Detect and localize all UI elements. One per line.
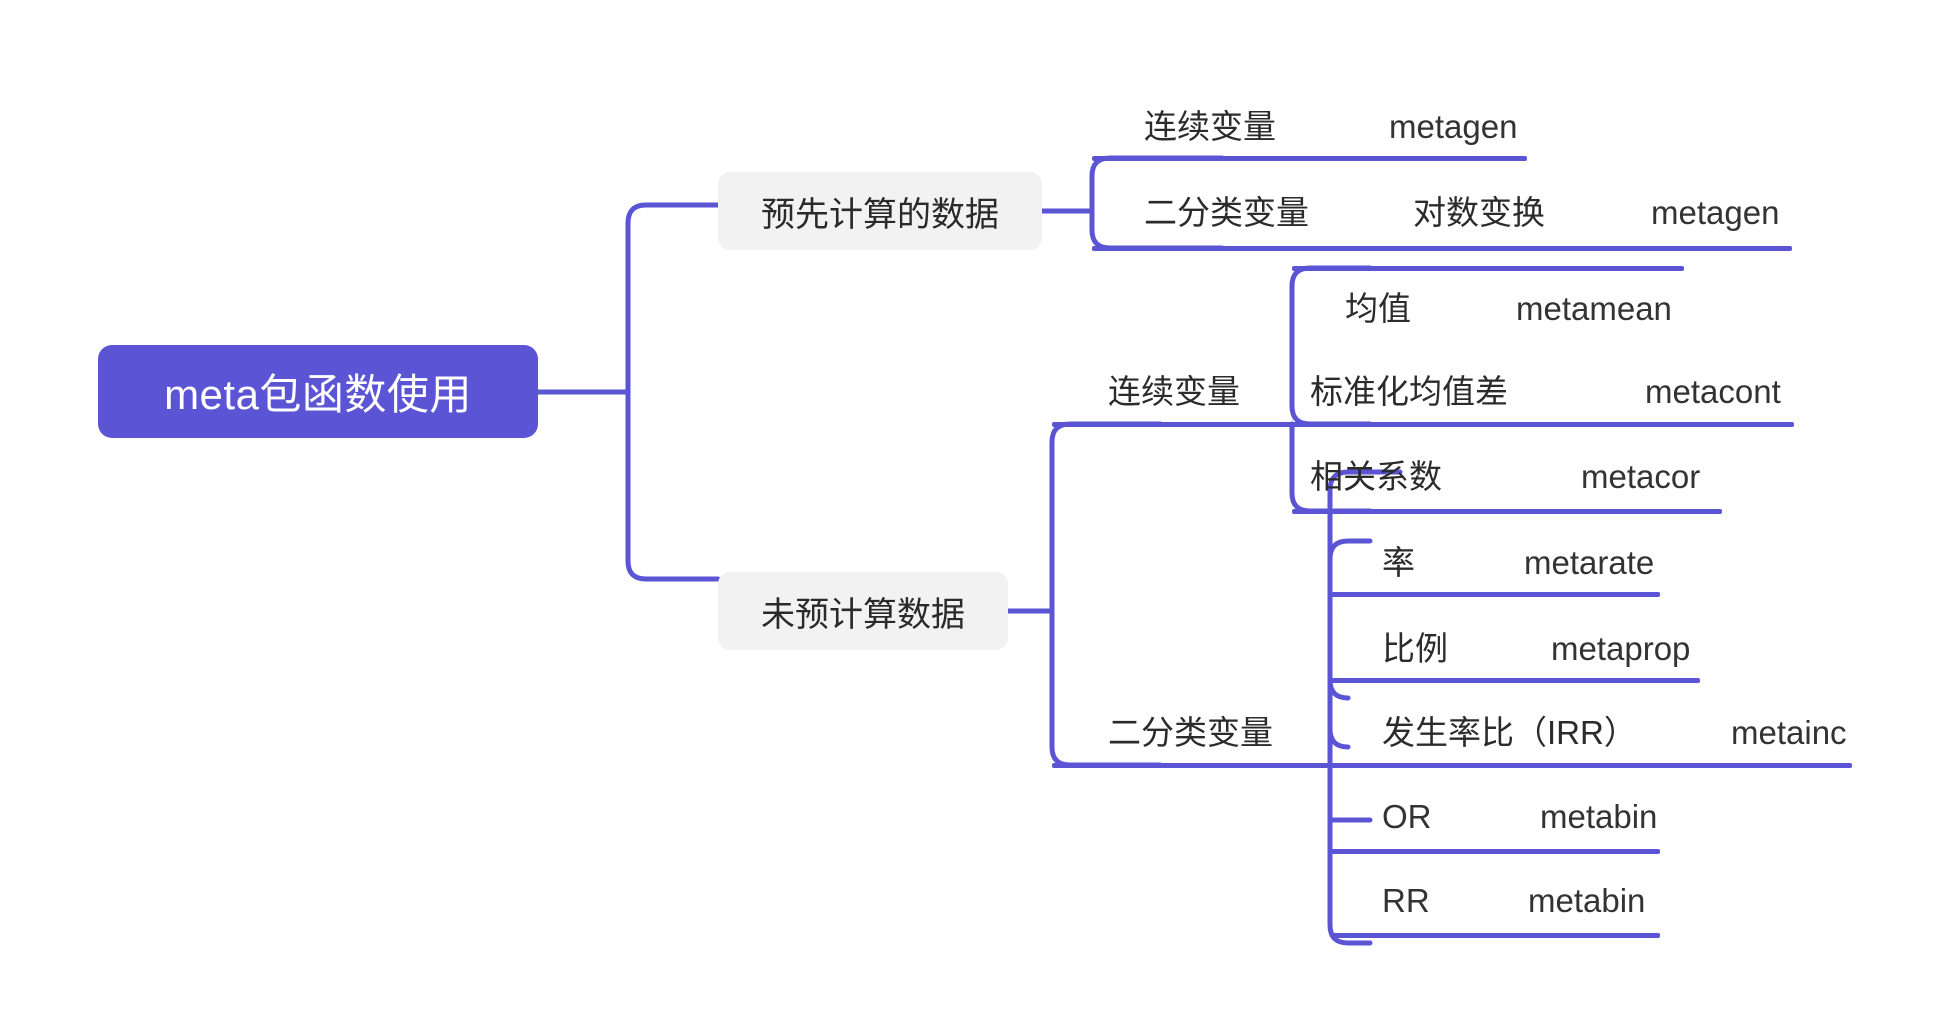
leaf-prop-func[interactable]: metaprop: [1551, 630, 1691, 667]
leaf-mean-label[interactable]: 均值: [1345, 290, 1411, 327]
branch-node-precomputed-label: 预先计算的数据: [761, 195, 999, 234]
leaf-raw-continuous-label[interactable]: 连续变量: [1108, 373, 1240, 410]
wire-bin-spine-b: [1327, 609, 1351, 701]
underline-pre-continuous: [1092, 156, 1527, 161]
underline-smd: [1052, 422, 1794, 427]
underline-mean: [1292, 266, 1684, 271]
leaf-rate-func[interactable]: metarate: [1524, 544, 1655, 581]
leaf-irr-label[interactable]: 发生率比（IRR）: [1382, 714, 1637, 751]
leaf-mean-func[interactable]: metamean: [1516, 290, 1672, 327]
branch-node-precomputed[interactable]: 预先计算的数据: [718, 172, 1042, 250]
underline-irr: [1052, 763, 1852, 768]
leaf-pre-binary-func[interactable]: metagen: [1651, 194, 1780, 231]
root-node[interactable]: meta包函数使用: [98, 345, 538, 438]
branch-node-not-precomputed-label: 未预计算数据: [761, 595, 965, 634]
leaf-pre-continuous-func[interactable]: metagen: [1389, 108, 1518, 145]
leaf-or-label[interactable]: OR: [1382, 798, 1432, 835]
leaf-smd-func[interactable]: metacont: [1645, 373, 1781, 410]
leaf-rr-label[interactable]: RR: [1382, 882, 1430, 919]
leaf-or-func[interactable]: metabin: [1540, 798, 1658, 835]
leaf-pre-binary-label[interactable]: 二分类变量: [1144, 194, 1309, 231]
leaf-cor-func[interactable]: metacor: [1581, 458, 1701, 495]
underline-pre-binary: [1092, 246, 1792, 251]
wire-root-spine: [625, 202, 721, 582]
underline-rr: [1330, 933, 1660, 938]
root-node-label: meta包函数使用: [164, 371, 472, 418]
underline-prop: [1330, 678, 1700, 683]
underline-rate: [1330, 592, 1660, 597]
leaf-smd-label[interactable]: 标准化均值差: [1310, 373, 1508, 410]
leaf-prop-label[interactable]: 比例: [1382, 630, 1448, 667]
branch-node-not-precomputed[interactable]: 未预计算数据: [718, 572, 1008, 650]
leaf-pre-continuous-label[interactable]: 连续变量: [1144, 108, 1276, 145]
leaf-irr-func[interactable]: metainc: [1731, 714, 1847, 751]
leaf-raw-binary-label[interactable]: 二分类变量: [1108, 714, 1273, 751]
underline-or: [1330, 849, 1660, 854]
leaf-rr-func[interactable]: metabin: [1528, 882, 1646, 919]
leaf-pre-binary-transform[interactable]: 对数变换: [1413, 194, 1545, 231]
leaf-rate-label[interactable]: 率: [1382, 544, 1415, 581]
wire-bin-riser-bottom: [1327, 609, 1373, 946]
wire-bin-riser-top: [1327, 538, 1373, 562]
underline-cor: [1292, 509, 1722, 514]
leaf-cor-label[interactable]: 相关系数: [1310, 458, 1442, 495]
